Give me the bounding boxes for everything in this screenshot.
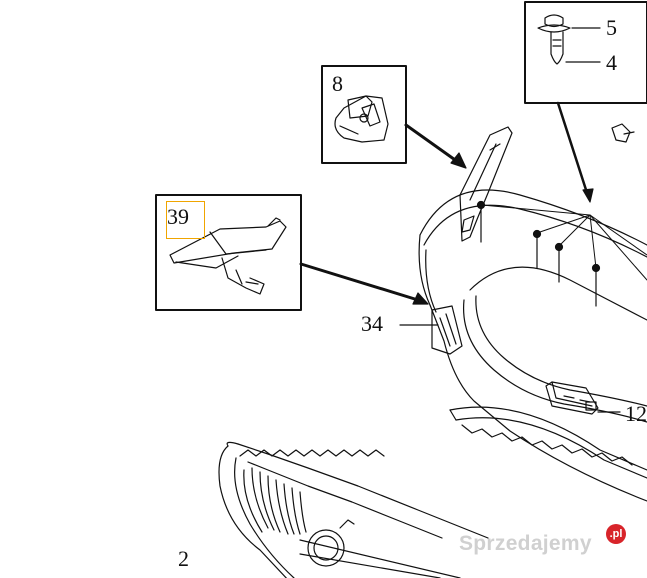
bumper-cover <box>418 189 647 502</box>
bracket-part-39 <box>169 217 287 295</box>
screw-part <box>537 14 571 65</box>
callout-34: 34 <box>361 311 383 336</box>
box-parts-5-4 <box>524 1 647 104</box>
callout-2: 2 <box>178 546 189 571</box>
callout-5: 5 <box>606 15 617 40</box>
box-part-8 <box>321 65 407 164</box>
clip-part-8 <box>334 95 389 143</box>
callout-8: 8 <box>332 71 343 96</box>
callout-12: 12 <box>625 401 647 426</box>
callout-4: 4 <box>606 50 617 75</box>
sensor-bracket-12 <box>545 381 599 415</box>
watermark-text: Sprzedajemy <box>459 532 592 555</box>
side-bracket-34 <box>459 126 513 242</box>
grille-part-2 <box>218 441 489 578</box>
callout-39: 39 <box>167 204 189 229</box>
box-part-39 <box>155 194 302 311</box>
watermark-badge: .pl <box>606 524 626 544</box>
callout-39-highlight <box>166 201 205 239</box>
fastener-leaders <box>481 204 647 281</box>
